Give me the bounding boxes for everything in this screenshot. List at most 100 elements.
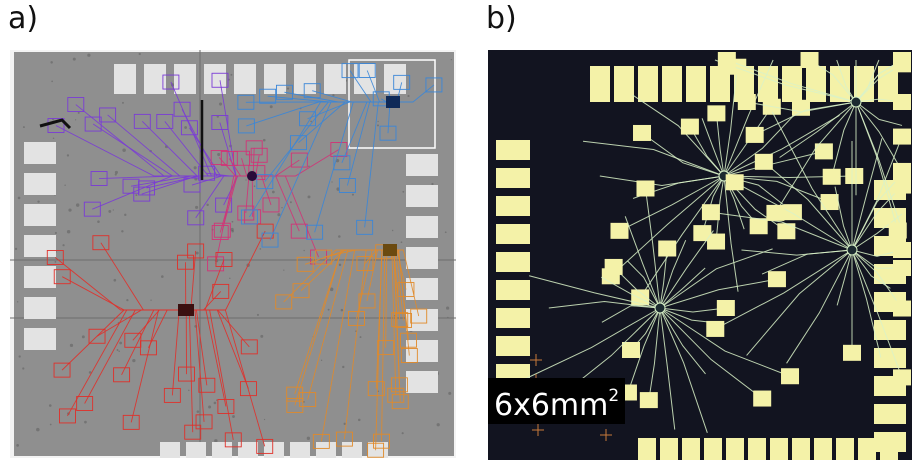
scale-bar-superscript: 2	[608, 386, 620, 406]
trace-line	[659, 230, 714, 309]
pad-top	[878, 66, 898, 102]
red-trace-pad	[59, 408, 76, 424]
die-background	[14, 52, 454, 456]
surface-speck	[14, 247, 18, 251]
red-trace-pad	[215, 252, 233, 267]
orange-trace-pad	[410, 308, 428, 324]
surface-speck	[121, 101, 124, 104]
red-trace	[67, 309, 186, 417]
blue-trace-pad	[289, 135, 307, 151]
trace-line	[659, 307, 676, 430]
pad-top	[590, 66, 610, 102]
orange-trace-pad	[400, 348, 418, 363]
orange-trace-pad	[358, 293, 376, 309]
magenta-trace-pad	[211, 225, 229, 240]
surface-speck	[306, 436, 311, 440]
pad-top	[686, 66, 706, 102]
surface-speck	[22, 126, 25, 129]
trace-line	[836, 249, 853, 306]
surface-speck	[253, 185, 256, 187]
blue-trace	[346, 101, 392, 186]
red-trace-pad	[46, 250, 64, 265]
surface-speck	[259, 248, 262, 250]
micrograph-image	[488, 50, 912, 460]
contact-pad	[814, 143, 833, 160]
bond-pad-left	[24, 328, 56, 350]
red-trace-pad	[113, 367, 131, 383]
pad-bottom	[770, 438, 788, 460]
purple-trace-pad	[47, 118, 65, 134]
red-trace-pad	[177, 254, 194, 270]
surface-speck	[281, 206, 283, 209]
surface-speck	[446, 306, 450, 310]
bond-pad-right	[406, 309, 438, 331]
trace-line	[746, 249, 853, 356]
trace-line	[851, 185, 903, 251]
pad-left	[496, 308, 530, 328]
contact-pad	[754, 153, 773, 170]
bond-pad-bottom	[264, 442, 284, 458]
surface-speck	[277, 213, 281, 217]
blue-trace-pad	[338, 178, 356, 193]
surface-speck	[188, 389, 190, 392]
bond-pad-right	[406, 185, 438, 207]
trace-line	[741, 249, 853, 256]
surface-speck	[62, 244, 65, 247]
trace-line	[855, 101, 899, 231]
red-trace-pad	[224, 432, 242, 448]
scale-bar-label: 6x6mm2	[488, 378, 626, 424]
trace-line	[723, 175, 739, 292]
surface-speck	[121, 230, 124, 233]
pad-right	[874, 348, 906, 368]
bond-pad-right	[406, 216, 438, 238]
trace-line	[659, 307, 708, 433]
blue-trace-pad	[303, 83, 321, 99]
red-trace-pad	[76, 396, 94, 411]
purple-trace-pad	[138, 180, 156, 196]
trace-line	[775, 101, 857, 214]
trace-line	[701, 118, 725, 177]
bond-pad-left	[24, 173, 56, 195]
orange-trace-pad	[286, 397, 304, 413]
bond-pad-bottom	[316, 442, 336, 458]
red-trace-pad	[122, 414, 140, 430]
scale-bar-text: 6x6mm	[494, 388, 609, 423]
trace-line	[746, 101, 857, 113]
red-trace-pad	[240, 339, 258, 355]
blue-trace-pad	[237, 94, 255, 110]
purple-trace-pad	[180, 120, 198, 136]
panel-label-a: a)	[8, 1, 39, 36]
contact-pad	[888, 222, 907, 239]
trace-line	[689, 126, 725, 177]
magenta-trace	[219, 175, 252, 233]
surface-speck	[230, 73, 233, 76]
blue-trace-pad	[259, 88, 277, 104]
orange-trace	[294, 249, 388, 406]
trace-line	[641, 132, 725, 177]
bond-pad-left	[24, 204, 56, 226]
surface-speck	[18, 355, 21, 358]
pad-bottom	[858, 438, 876, 460]
surface-speck	[74, 119, 77, 121]
surface-speck	[401, 432, 404, 435]
surface-speck	[444, 231, 447, 234]
purple-trace-pad	[211, 115, 229, 130]
orange-trace-pad	[391, 312, 409, 328]
orange-trace-pad	[387, 387, 405, 403]
surface-speck	[402, 190, 405, 193]
trace-line	[600, 276, 661, 309]
purple-trace-pad	[133, 113, 151, 129]
blue-trace-pad	[256, 174, 274, 190]
trace-line	[726, 59, 857, 103]
trace-line	[659, 248, 668, 309]
bond-pad-left	[24, 266, 56, 288]
pad-bottom	[792, 438, 810, 460]
pad-right	[874, 404, 906, 424]
trace-line	[855, 101, 903, 126]
orange-trace-pad	[299, 392, 317, 408]
red-trace-pad	[217, 398, 235, 414]
surface-speck	[286, 87, 290, 90]
surface-speck	[54, 231, 57, 235]
surface-speck	[184, 126, 187, 129]
pad-top	[614, 66, 634, 102]
